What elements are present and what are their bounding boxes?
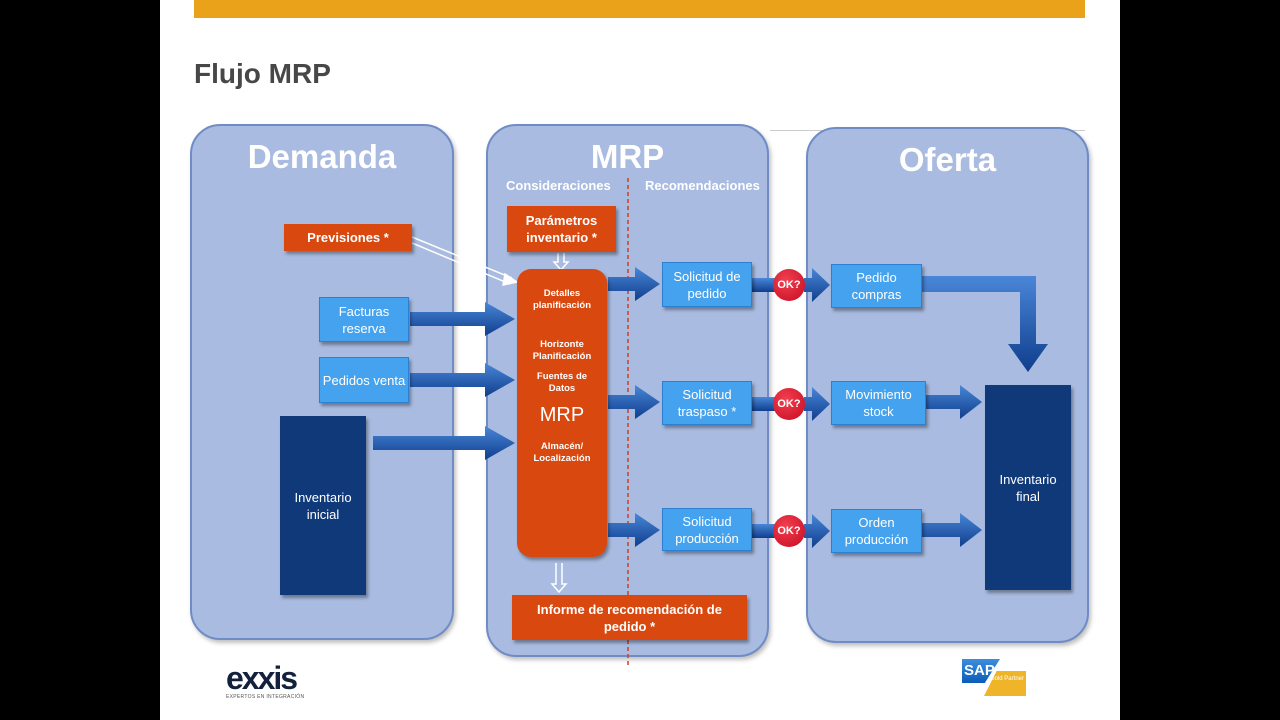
pedido-compras-box: Pedido compras (831, 264, 922, 308)
core-title: MRP (539, 404, 585, 426)
parametros-inventario-box: Parámetros inventario * (507, 206, 616, 252)
arrow-to-solicitud-traspaso (608, 385, 660, 419)
orden-produccion-box: Orden producción (831, 509, 922, 553)
panel-heading: Demanda (247, 138, 397, 175)
page-title: Flujo MRP (194, 58, 331, 89)
previsiones-box: Previsiones * (284, 224, 412, 251)
core-item: Almacén/ Localización (533, 441, 591, 464)
arrow-pedidos (410, 363, 515, 397)
ok-check: OK? (773, 269, 805, 301)
panel-heading: MRP (590, 138, 665, 175)
sap-gold-partner-logo: SAP Gold Partner (962, 659, 1026, 696)
hollow-arrows (411, 236, 570, 594)
solicitud-pedido-box: Solicitud de pedido (662, 262, 752, 307)
informe-box: Informe de recomendación de pedido * (512, 595, 747, 640)
arrow-to-solicitud-produccion (608, 513, 660, 547)
arrow-facturas (410, 302, 515, 336)
section-recomendaciones: Recomendaciones (645, 178, 760, 193)
arrow-to-solicitud-pedido (608, 267, 660, 301)
panel-heading: Oferta (898, 141, 997, 178)
facturas-reserva-box: Facturas reserva (319, 297, 409, 342)
ok-check: OK? (773, 388, 805, 420)
core-item: Horizonte Planificación (532, 339, 592, 362)
arrow-movimiento (926, 385, 982, 419)
solicitud-produccion-box: Solicitud producción (662, 508, 752, 551)
arrow-orden (922, 513, 982, 547)
inventario-final-box: Inventario final (985, 385, 1071, 590)
exxis-logo: exxis EXPERTOS EN INTEGRACIÓN (226, 660, 305, 700)
accent-bar (194, 0, 1085, 18)
ok-check: OK? (773, 515, 805, 547)
inventario-inicial-box: Inventario inicial (280, 416, 366, 595)
movimiento-stock-box: Movimiento stock (831, 381, 926, 425)
flow-arrows (373, 267, 1048, 548)
arrow-inventario (373, 426, 515, 460)
pedidos-venta-box: Pedidos venta (319, 357, 409, 403)
mrp-core-box: Detalles planificación Horizonte Planifi… (517, 269, 607, 557)
section-consideraciones: Consideraciones (506, 178, 611, 193)
core-item: Detalles planificación (532, 288, 592, 311)
solicitud-traspaso-box: Solicitud traspaso * (662, 381, 752, 425)
core-item: Fuentes de Datos (536, 371, 588, 394)
arrow-pedido-compras (922, 276, 1048, 372)
